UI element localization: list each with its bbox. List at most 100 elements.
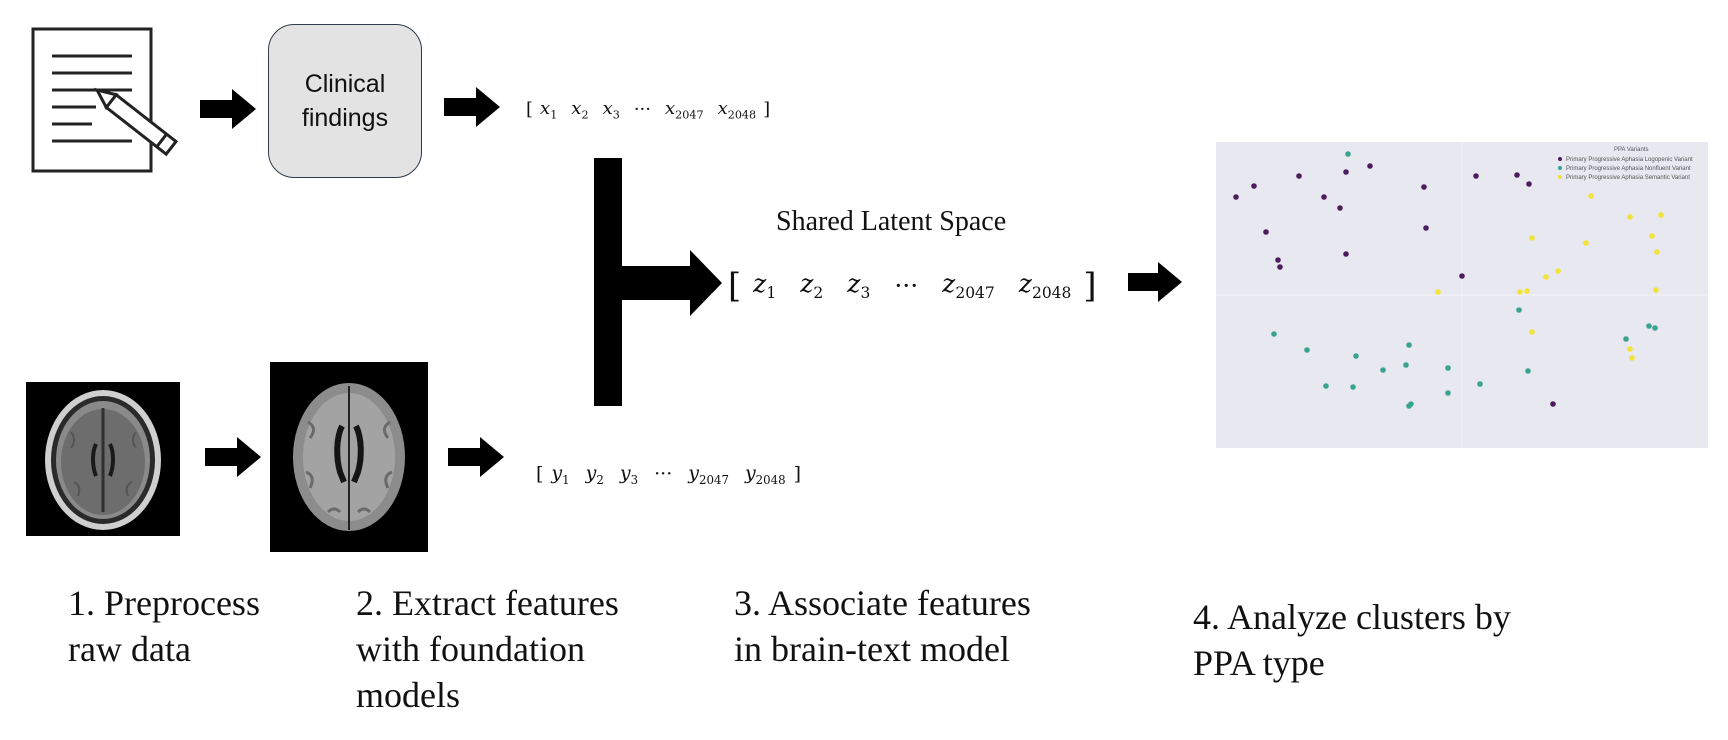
vector-close-bracket: ] [1083,266,1097,305]
vector-element: y2 [585,462,604,487]
scatter-point-logopenic [1343,251,1349,257]
step-4-caption: 4. Analyze clusters by PPA type [1193,597,1511,683]
vector-ellipsis: ··· [654,463,673,486]
scatter-point-logopenic [1367,163,1373,169]
legend-title: PPA Variants [1614,147,1648,153]
vector-open-bracket: [ [728,266,742,305]
scatter-point-nonfluent [1525,368,1531,374]
scatter-point-nonfluent [1353,353,1359,359]
vector-close-bracket: ] [793,463,802,486]
scatter-point-semantic [1583,240,1589,246]
skull-stripped-mri-image [270,362,428,552]
vector-element: x2 [571,98,589,122]
scatter-point-logopenic [1251,183,1257,189]
raw-mri-image [26,382,180,536]
clinical-findings-box: Clinical findings [268,24,422,178]
scatter-point-semantic [1653,287,1659,293]
arrow-right-icon [448,437,504,477]
vector-element: z1 [753,269,777,302]
legend-entry: Primary Progressive Aphasia Nonfluent Va… [1566,166,1691,172]
arrow-right-icon [200,89,256,129]
scatter-point-nonfluent [1516,307,1522,313]
scatter-point-semantic [1588,193,1594,199]
scatter-point-logopenic [1423,225,1429,231]
scatter-point-nonfluent [1477,381,1483,387]
merge-arrow-icon [594,158,724,408]
vector-element: y1 [551,462,570,487]
vector-close-bracket: ] [763,99,771,121]
scatter-point-logopenic [1277,264,1283,270]
scatter-point-nonfluent [1646,323,1652,329]
step-3-caption: 3. Associate features in brain-text mode… [734,583,1031,669]
scatter-point-semantic [1524,288,1530,294]
scatter-point-logopenic [1473,173,1479,179]
scatter-point-nonfluent [1445,390,1451,396]
scatter-point-logopenic [1550,401,1556,407]
scatter-point-logopenic [1343,169,1349,175]
scatter-point-logopenic [1514,172,1520,178]
vector-element: z3 [847,269,871,302]
latent-vector: [ z1 z2 z3 ··· z2047 z2048 ] [728,266,1097,305]
scatter-point-semantic [1543,274,1549,280]
step-2-caption: 2. Extract features with foundation mode… [356,583,619,715]
arrow-right-icon [205,437,261,477]
scatter-point-semantic [1555,268,1561,274]
legend-marker [1558,157,1562,161]
scatter-point-semantic [1654,249,1660,255]
vector-element: x3 [602,98,620,122]
scatter-point-nonfluent [1345,151,1351,157]
scatter-point-logopenic [1421,184,1427,190]
arrow-right-icon [444,87,500,127]
vector-open-bracket: [ [536,463,544,486]
vector-element: z2047 [942,269,995,302]
scatter-point-semantic [1627,346,1633,352]
ppa-cluster-scatter-plot: PPA Variants Primary Progressive Aphasia… [1216,142,1708,448]
scatter-point-nonfluent [1350,384,1356,390]
step-1-caption: 1. Preprocess raw data [68,583,260,669]
scatter-point-logopenic [1526,181,1532,187]
legend-marker [1558,166,1562,170]
scatter-point-logopenic [1233,194,1239,200]
scatter-point-semantic [1529,329,1535,335]
legend-marker [1558,175,1562,179]
scatter-point-semantic [1629,355,1635,361]
shared-latent-space-label: Shared Latent Space [776,206,1007,237]
vector-element: x2048 [717,98,757,122]
scatter-point-nonfluent [1652,325,1658,331]
scatter-point-semantic [1658,212,1664,218]
vector-element: z2048 [1018,269,1072,302]
vector-element: x1 [540,98,558,122]
scatter-point-logopenic [1459,273,1465,279]
scatter-point-nonfluent [1380,367,1386,373]
vector-open-bracket: [ [526,99,534,121]
scatter-point-semantic [1627,214,1633,220]
vector-element: y2047 [688,462,729,487]
vector-element: x2047 [665,98,704,122]
scatter-point-logopenic [1337,205,1343,211]
arrow-right-icon [1128,262,1182,302]
scatter-point-semantic [1649,233,1655,239]
scatter-point-logopenic [1275,257,1281,263]
vector-element: z2 [800,269,824,302]
vector-element: y3 [619,462,639,487]
scatter-point-logopenic [1263,229,1269,235]
scatter-point-semantic [1435,289,1441,295]
scatter-point-nonfluent [1304,347,1310,353]
scatter-point-semantic [1529,235,1535,241]
text-feature-vector: [ x1 x2 x3 ··· x2047 x2048 ] [526,98,770,122]
scatter-point-nonfluent [1623,336,1629,342]
vector-ellipsis: ··· [633,99,651,121]
scatter-point-nonfluent [1323,383,1329,389]
vector-element: y2048 [744,462,786,487]
scatter-point-nonfluent [1403,362,1409,368]
clinical-findings-line1: Clinical [304,70,386,98]
clinical-note-icon [30,26,190,180]
image-feature-vector: [ y1 y2 y3 ··· y2047 y2048 ] [536,462,801,487]
scatter-point-logopenic [1296,173,1302,179]
vector-ellipsis: ··· [894,271,919,300]
scatter-legend: PPA Variants Primary Progressive Aphasia… [1558,147,1693,181]
scatter-point-nonfluent [1408,401,1414,407]
scatter-point-nonfluent [1271,331,1277,337]
scatter-point-logopenic [1321,194,1327,200]
scatter-point-semantic [1517,289,1523,295]
